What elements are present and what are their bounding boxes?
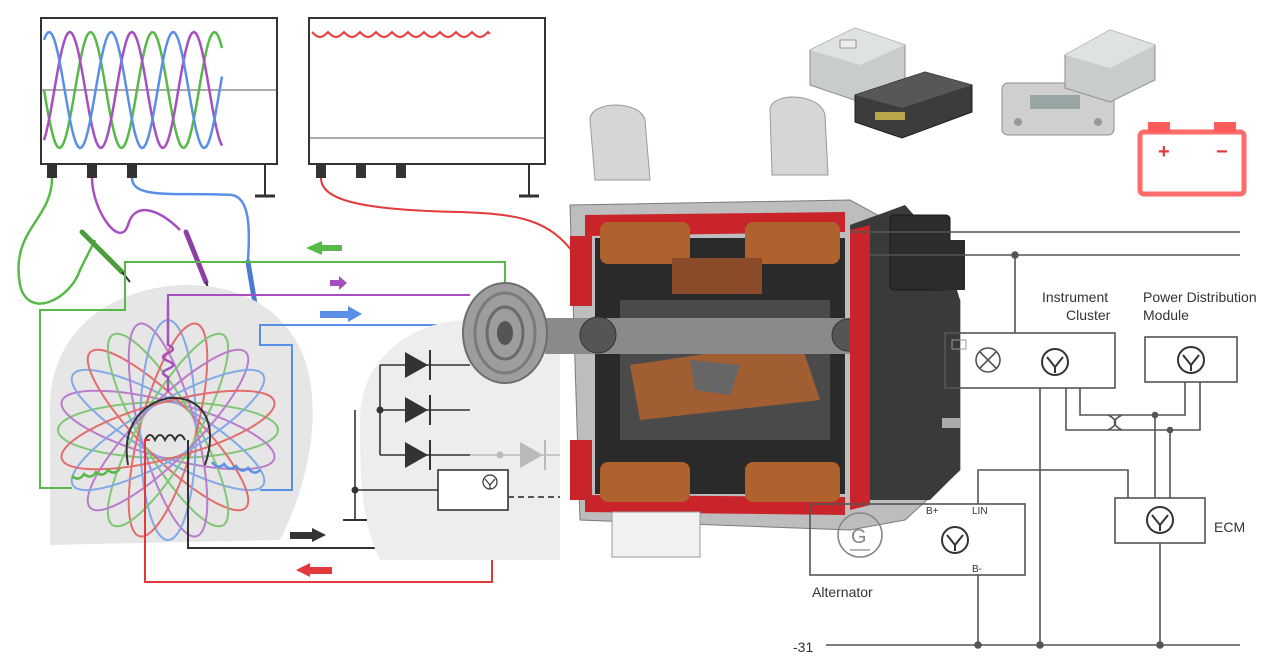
instrument-cluster-label-1: Instrument	[1042, 289, 1108, 305]
diode-icon	[405, 350, 431, 380]
transistor-icon	[1146, 506, 1174, 534]
b-plus-label: B+	[926, 506, 939, 517]
wiring-phase-b	[167, 294, 470, 300]
arrow-right-dark-icon	[290, 528, 326, 542]
arrow-right-blue-icon	[320, 306, 362, 322]
arrow-left-red-icon	[296, 563, 332, 577]
battery-minus-sign: −	[1216, 141, 1228, 163]
ground-icon	[255, 164, 275, 198]
battery-plus-sign: +	[1158, 141, 1170, 163]
field-petal	[60, 389, 276, 471]
diode-icon	[470, 440, 560, 470]
pulley	[462, 282, 548, 384]
twisted-pair-icon	[1107, 414, 1123, 431]
oscilloscope-dc-output	[308, 17, 546, 198]
generator-symbol: G	[837, 512, 883, 558]
probe-lead-a	[17, 177, 97, 305]
winding-a	[71, 467, 122, 480]
ecu-module-image	[809, 27, 906, 103]
pdm-label-2: Module	[1143, 307, 1189, 323]
lin-label: LIN	[972, 506, 988, 517]
instrument-cluster-label-2: Cluster	[1066, 307, 1111, 323]
probe-lead-dc	[320, 177, 576, 256]
probe-icon	[79, 229, 131, 283]
oscilloscope-three-phase	[40, 17, 278, 198]
arrow-right-purple-icon	[330, 276, 347, 290]
transistor-icon	[941, 526, 969, 554]
winding-c	[211, 461, 261, 474]
vehicle-wiring-schematic	[809, 231, 1240, 649]
dc-ripple-wave	[311, 30, 491, 39]
transistor-icon	[1177, 346, 1205, 374]
diode-icon	[405, 395, 431, 425]
radio-unit-image	[1001, 82, 1115, 136]
battery-icon: + −	[1137, 122, 1247, 197]
ecm-label: ECM	[1214, 519, 1245, 535]
rectifier-bridge	[343, 350, 560, 521]
transistor-icon	[1041, 348, 1069, 376]
wiring-phase-c	[259, 324, 470, 491]
winding-b	[161, 300, 175, 392]
stator-illustration	[49, 284, 313, 545]
voltage-regulator	[437, 469, 509, 511]
phase-a-wave	[42, 30, 224, 150]
ground-icon	[519, 164, 539, 198]
b-minus-label: B-	[972, 564, 982, 575]
ecu-module-image	[1064, 29, 1156, 103]
phase-b-wave	[42, 30, 224, 150]
warning-lamp-icon	[951, 339, 1001, 373]
generator-letter: G	[851, 526, 867, 548]
probe-lead-c	[130, 177, 251, 261]
rotor-coil	[125, 396, 211, 466]
diode-icon	[405, 440, 431, 470]
arrow-left-green-icon	[306, 241, 342, 255]
body-control-module-image	[854, 71, 973, 139]
pdm-label-1: Power Distribution	[1143, 289, 1257, 305]
wiring-phase-a	[39, 261, 506, 489]
transistor-icon	[482, 474, 498, 490]
phase-c-wave	[42, 30, 224, 150]
alternator-cutaway-image	[462, 96, 965, 558]
probe-lead-b	[90, 177, 181, 234]
ground-label: -31	[793, 639, 813, 655]
alternator-label: Alternator	[812, 584, 873, 600]
